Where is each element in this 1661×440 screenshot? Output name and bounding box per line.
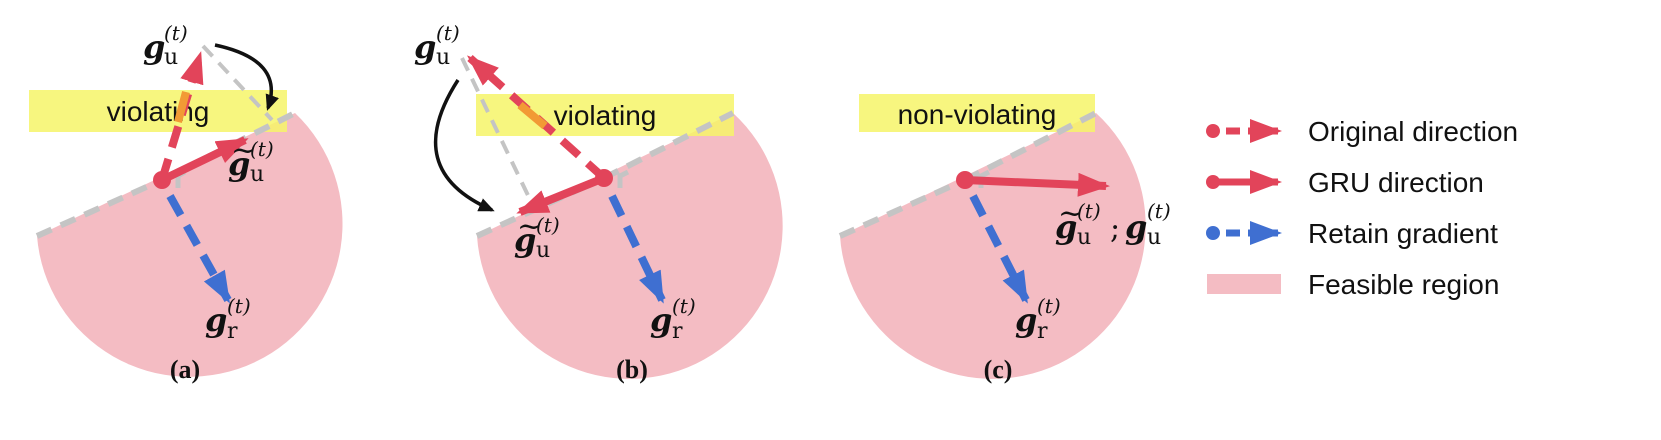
svg-text:(t): (t) [227,294,251,318]
label-gu-b: g u (t) [414,21,460,70]
legend-item-gru-direction: GRU direction [1206,167,1484,198]
legend-item-retain-gradient: Retain gradient [1206,218,1498,249]
label-gu-tilde-b: ~ g u (t) [514,209,560,263]
svg-text:g: g [143,28,165,66]
svg-text:u: u [436,45,450,70]
svg-text:(t): (t) [436,21,460,45]
svg-text:(t): (t) [164,21,188,45]
svg-text:g: g [1055,208,1077,246]
violating-label-a: violating [107,96,210,127]
panel-c: non-violating ~ g u (t) ; g u (t) g r (t… [838,94,1171,384]
panel-a: violating g u (t) ~ g u (t) g r [29,21,343,384]
svg-text:(t): (t) [536,213,560,237]
svg-text:u: u [1147,225,1161,250]
svg-text:g: g [1125,208,1147,246]
legend: Original direction GRU direction Retain … [1206,116,1518,300]
svg-text:~: ~ [231,133,256,168]
svg-text:~: ~ [517,209,542,244]
label-gr-c: g r (t) [1015,294,1061,344]
svg-text:r: r [672,319,683,344]
svg-text:u: u [250,162,264,187]
caption-b: (b) [616,355,648,384]
svg-text:g: g [650,301,672,339]
label-gu-tilde-and-gu-c: ~ g u (t) ; g u (t) [1055,196,1171,250]
svg-text:Original direction: Original direction [1308,116,1518,147]
svg-text:g: g [1015,301,1037,339]
label-gu-tilde-a: ~ g u (t) [228,133,274,187]
legend-item-feasible-region: Feasible region [1207,269,1499,300]
non-violating-label-c: non-violating [898,99,1057,130]
caption-a: (a) [170,355,200,384]
panel-b: violating g u (t) ~ g u (t) g r (t) [414,21,783,384]
svg-text:u: u [1077,225,1091,250]
label-gr-b: g r (t) [650,294,696,344]
svg-text:u: u [164,45,178,70]
svg-text:r: r [227,319,238,344]
caption-c: (c) [984,355,1013,384]
label-gr-a: g r (t) [205,294,251,344]
svg-text:GRU direction: GRU direction [1308,167,1484,198]
svg-text:(t): (t) [1077,199,1101,223]
svg-text:Retain gradient: Retain gradient [1308,218,1498,249]
feasible-region-c [840,113,1146,379]
non-violating-box-c [859,94,1095,132]
svg-text:(t): (t) [672,294,696,318]
violating-box-a [29,90,287,132]
svg-text:r: r [1037,319,1048,344]
label-gu-a: g u (t) [143,21,188,70]
svg-text:(t): (t) [1147,199,1171,223]
svg-text:(t): (t) [1037,294,1061,318]
legend-item-original-direction: Original direction [1206,116,1518,147]
svg-text:(t): (t) [250,137,274,161]
svg-text:u: u [536,238,550,263]
svg-text:g: g [228,145,250,183]
svg-text:~: ~ [1058,196,1083,231]
svg-text:;: ; [1110,211,1120,246]
feasible-region-a [37,113,343,377]
violating-label-b: violating [554,100,657,131]
svg-text:Feasible region: Feasible region [1308,269,1499,300]
svg-text:g: g [414,28,436,66]
svg-text:g: g [205,301,227,339]
svg-text:g: g [514,221,536,259]
feasible-region-b [477,113,783,379]
